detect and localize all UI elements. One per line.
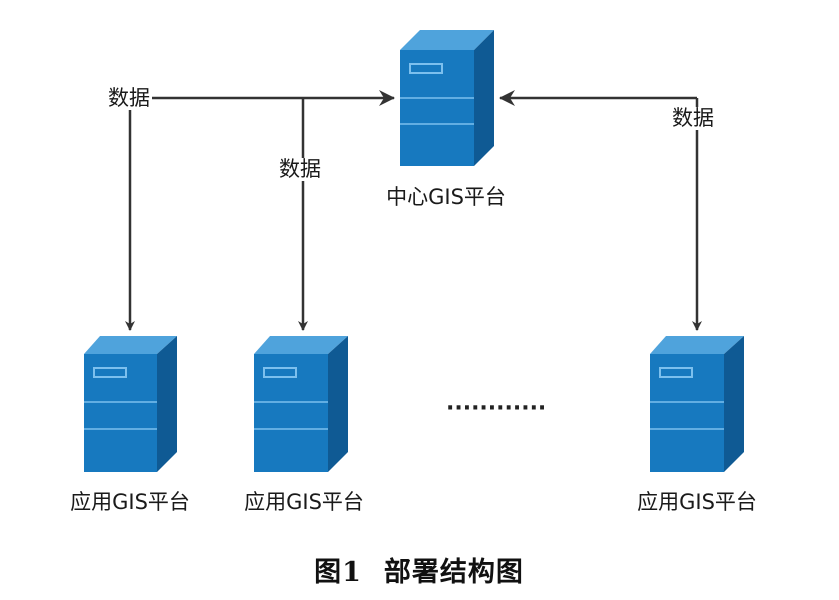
right-data-connector	[499, 90, 702, 331]
app-server-2-label: 应用GIS平台	[244, 490, 364, 514]
data-label-left: 数据	[106, 86, 152, 110]
app-server-2-icon	[254, 336, 348, 472]
app-server-3-label: 应用GIS平台	[637, 490, 757, 514]
data-label-middle: 数据	[277, 157, 323, 181]
app-server-1-label: 应用GIS平台	[70, 490, 190, 514]
app-server-1-icon	[84, 336, 177, 472]
figure-caption: 图1 部署结构图	[314, 550, 524, 589]
left-data-connector	[125, 90, 395, 331]
ellipsis-more-servers: ············	[446, 396, 547, 421]
center-server-icon	[400, 30, 494, 166]
data-label-right: 数据	[670, 106, 716, 130]
app-server-3-icon	[650, 336, 744, 472]
center-server-label: 中心GIS平台	[386, 185, 506, 209]
figure-title: 部署结构图	[383, 557, 524, 588]
figure-number: 图1	[314, 557, 362, 588]
